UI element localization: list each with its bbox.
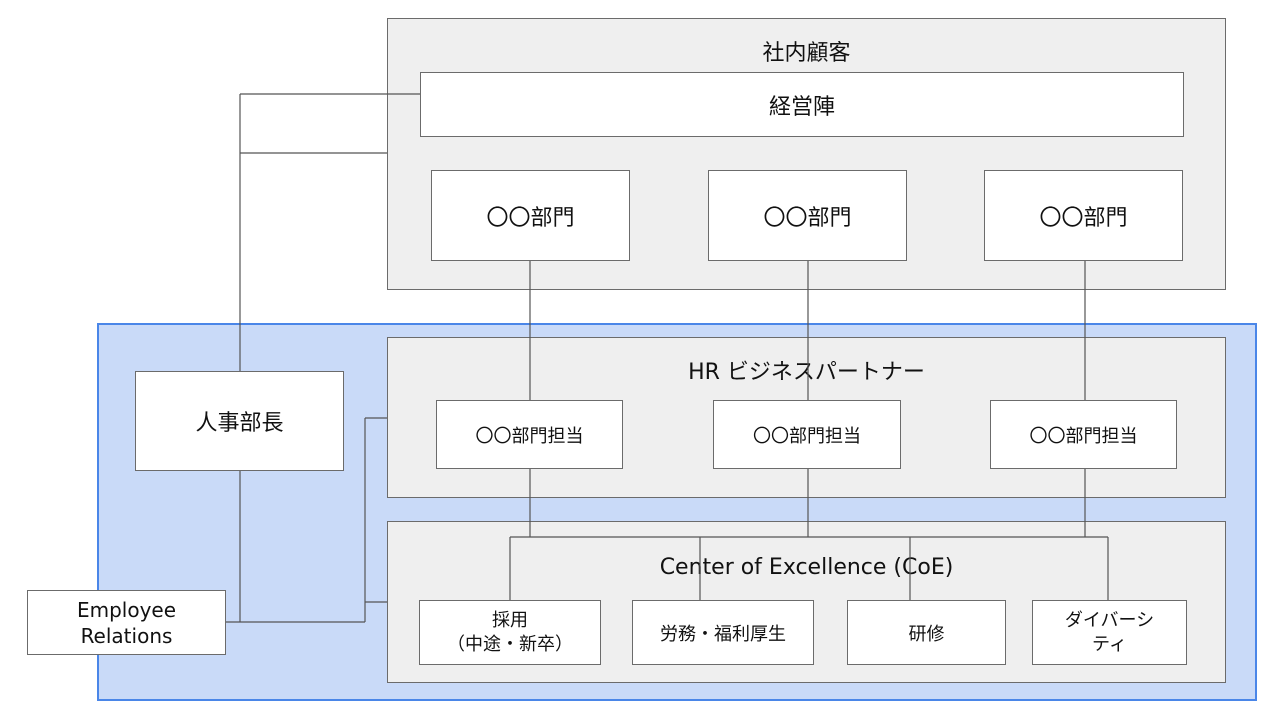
department-box-3: 〇〇部門: [984, 170, 1183, 261]
hrbp-rep-box-1: 〇〇部門担当: [436, 400, 623, 469]
hrbp-title: HR ビジネスパートナー: [688, 360, 925, 385]
hr-head-box: 人事部長: [135, 371, 344, 471]
coe-unit-diversity: ダイバーシ ティ: [1032, 600, 1187, 665]
coe-title: Center of Excellence (CoE): [659, 555, 954, 580]
hrbp-rep-box-2: 〇〇部門担当: [713, 400, 901, 469]
department-box-1: 〇〇部門: [431, 170, 630, 261]
hrbp-rep-box-3: 〇〇部門担当: [990, 400, 1177, 469]
executives-box: 経営陣: [420, 72, 1184, 137]
coe-unit-training: 研修: [847, 600, 1006, 665]
employee-relations-box: Employee Relations: [27, 590, 226, 655]
coe-unit-recruiting: 採用 （中途・新卒）: [419, 600, 601, 665]
coe-unit-labor-welfare: 労務・福利厚生: [632, 600, 814, 665]
internal-customers-title: 社内顧客: [762, 41, 851, 66]
department-box-2: 〇〇部門: [708, 170, 907, 261]
